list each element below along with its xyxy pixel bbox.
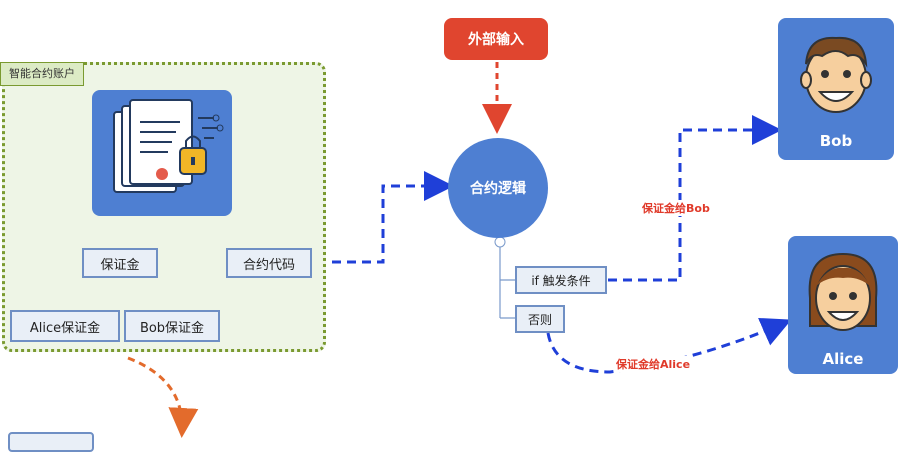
- container-title: 智能合约账户: [0, 62, 84, 86]
- collapse-dot-logic: [494, 236, 506, 248]
- edge-label-to-alice: 保证金给Alice: [614, 356, 693, 372]
- alice-name: Alice: [822, 350, 864, 368]
- edge-label-to-bob: 保证金给Bob: [640, 200, 712, 216]
- bob-card[interactable]: Bob: [778, 18, 894, 160]
- alice-guarantee-node[interactable]: Alice保证金: [10, 310, 120, 342]
- bob-guarantee-node[interactable]: Bob保证金: [124, 310, 220, 342]
- document-lock-icon: [92, 90, 232, 216]
- bob-avatar-icon: [800, 36, 872, 113]
- alice-avatar-icon: [808, 252, 878, 331]
- bottom-node-partial: [8, 432, 94, 452]
- external-input-node[interactable]: 外部输入: [444, 18, 548, 60]
- bob-name: Bob: [819, 132, 853, 150]
- edge-container-down: [127, 356, 199, 438]
- edge-if-to-bob: [608, 115, 782, 282]
- else-node[interactable]: 否则: [515, 305, 565, 333]
- contract-code-node[interactable]: 合约代码: [226, 248, 312, 278]
- edge-code-to-logic: [317, 171, 454, 264]
- if-trigger-node[interactable]: if 触发条件: [515, 266, 607, 294]
- guarantee-node[interactable]: 保证金: [82, 248, 158, 278]
- contract-logic-node[interactable]: 合约逻辑: [448, 138, 548, 238]
- alice-card[interactable]: Alice: [788, 236, 898, 374]
